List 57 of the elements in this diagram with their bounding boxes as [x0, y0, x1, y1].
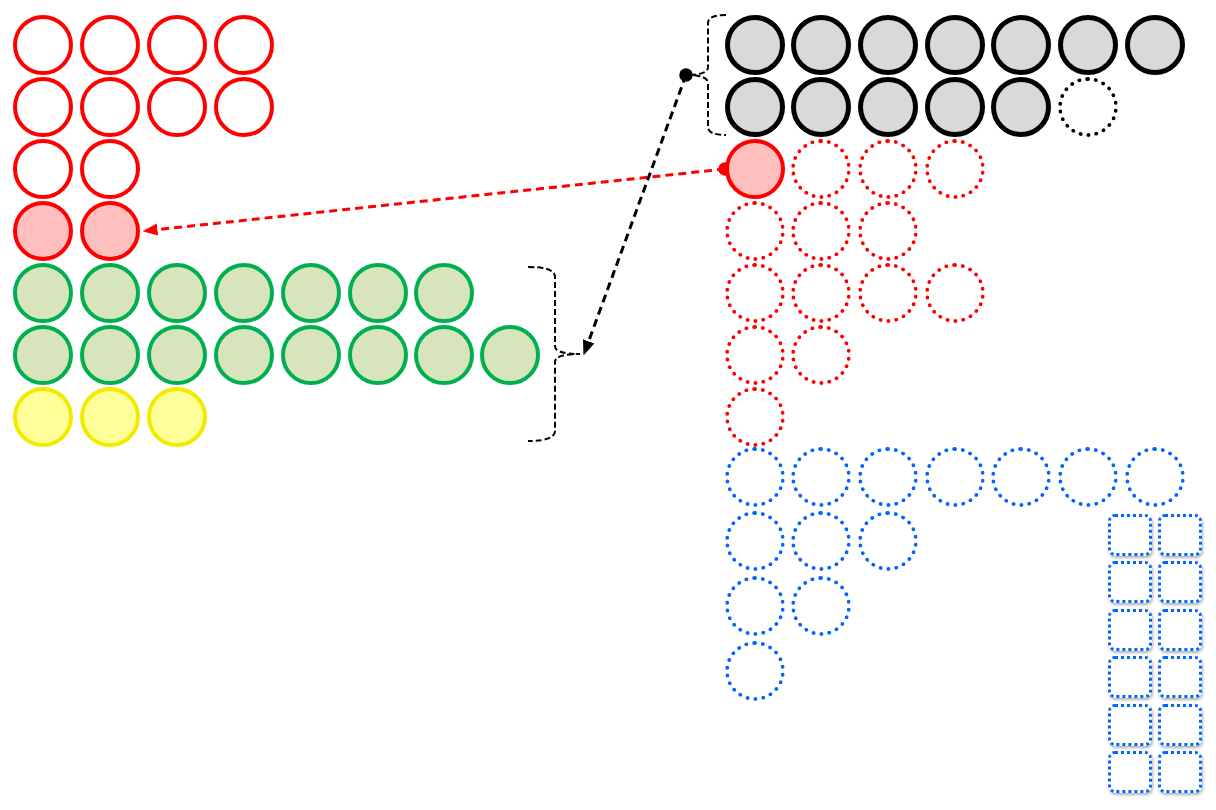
square-token	[1158, 514, 1202, 556]
circle-token	[858, 77, 918, 137]
square-token	[1108, 656, 1152, 698]
circle-token	[147, 263, 207, 323]
circle-token	[858, 15, 918, 75]
circle-token	[791, 77, 851, 137]
circle-token	[791, 15, 851, 75]
circle-token	[214, 263, 274, 323]
circle-token	[725, 139, 785, 199]
circle-token	[13, 77, 73, 137]
square-token	[1108, 561, 1152, 603]
dashed-arrow	[582, 68, 693, 356]
curly-brace	[528, 265, 580, 443]
circle-token	[147, 15, 207, 75]
circle-token	[991, 15, 1051, 75]
circle-token	[991, 77, 1051, 137]
circle-token	[214, 325, 274, 385]
circle-token	[725, 77, 785, 137]
circle-token	[214, 15, 274, 75]
circle-token	[925, 77, 985, 137]
square-token	[1158, 704, 1202, 746]
circle-token	[414, 263, 474, 323]
circle-token	[1058, 15, 1118, 75]
circle-token	[925, 15, 985, 75]
square-token	[1108, 609, 1152, 651]
circle-token	[281, 325, 341, 385]
circle-token	[80, 325, 140, 385]
square-token	[1108, 751, 1152, 793]
circle-token	[80, 139, 140, 199]
square-token	[1158, 561, 1202, 603]
circle-token	[13, 263, 73, 323]
circle-token	[414, 325, 474, 385]
circle-token	[80, 15, 140, 75]
circle-token	[80, 387, 140, 447]
circle-token	[13, 15, 73, 75]
square-token	[1158, 609, 1202, 651]
circle-token	[80, 263, 140, 323]
circle-token	[80, 77, 140, 137]
circle-token	[348, 263, 408, 323]
circle-token	[281, 263, 341, 323]
circle-token	[214, 77, 274, 137]
square-token	[1108, 514, 1152, 556]
circle-token	[80, 201, 140, 261]
circle-token	[348, 325, 408, 385]
circle-token	[147, 325, 207, 385]
square-token	[1158, 751, 1202, 793]
circle-token	[13, 201, 73, 261]
circle-token	[1125, 15, 1185, 75]
circle-token	[725, 15, 785, 75]
square-token	[1108, 704, 1152, 746]
circle-token	[13, 325, 73, 385]
circle-token	[147, 387, 207, 447]
circle-token	[13, 139, 73, 199]
circle-token	[147, 77, 207, 137]
square-token	[1158, 656, 1202, 698]
circle-token	[480, 325, 540, 385]
circle-token	[13, 387, 73, 447]
